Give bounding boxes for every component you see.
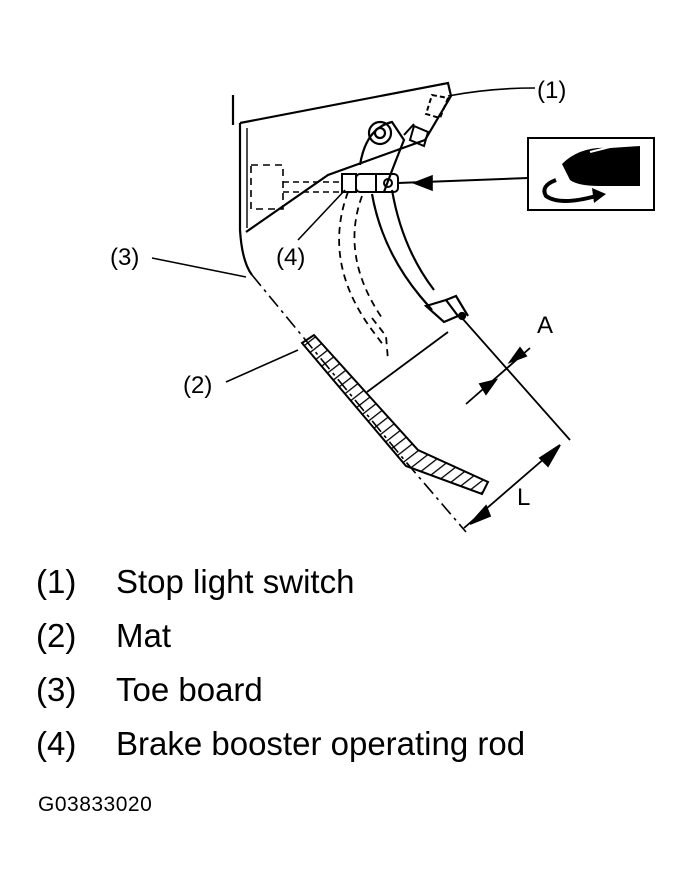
floor-mat bbox=[300, 333, 490, 496]
dimension-l-label: L bbox=[517, 484, 530, 511]
legend-number: (1) bbox=[36, 563, 77, 600]
pedal-depressed-outline bbox=[338, 191, 389, 361]
toe-board-line bbox=[251, 274, 467, 533]
legend-label: Stop light switch bbox=[116, 563, 355, 600]
figure-id: G03833020 bbox=[38, 793, 153, 816]
legend-number: (3) bbox=[36, 671, 77, 708]
dimension-a-label: A bbox=[537, 312, 553, 339]
legend-number: (4) bbox=[36, 725, 77, 762]
stop-light-switch bbox=[403, 93, 450, 148]
legend-item: (1) Stop light switch bbox=[36, 562, 525, 616]
legend-label: Brake booster operating rod bbox=[116, 725, 526, 762]
pedal-bracket bbox=[231, 81, 453, 276]
legend-label: Mat bbox=[116, 617, 172, 654]
legend-label: Toe board bbox=[116, 671, 263, 708]
brake-pedal-diagram: (1) (3) (4) (2) A L bbox=[110, 77, 655, 533]
legend-item: (2) Mat bbox=[36, 616, 525, 670]
legend-number: (2) bbox=[36, 617, 77, 654]
brake-pedal-arm bbox=[358, 120, 469, 324]
dimension-lines bbox=[366, 317, 571, 529]
callout-1: (1) bbox=[537, 77, 566, 104]
callout-4: (4) bbox=[276, 244, 305, 271]
legend-item: (4) Brake booster operating rod bbox=[36, 724, 525, 778]
leader-lines bbox=[151, 87, 536, 383]
legend-item: (3) Toe board bbox=[36, 670, 525, 724]
callout-3: (3) bbox=[110, 244, 139, 271]
legend: (1) Stop light switch (2) Mat (3) Toe bo… bbox=[36, 562, 525, 778]
callout-2: (2) bbox=[183, 372, 212, 399]
adjust-turn-icon bbox=[527, 137, 655, 211]
